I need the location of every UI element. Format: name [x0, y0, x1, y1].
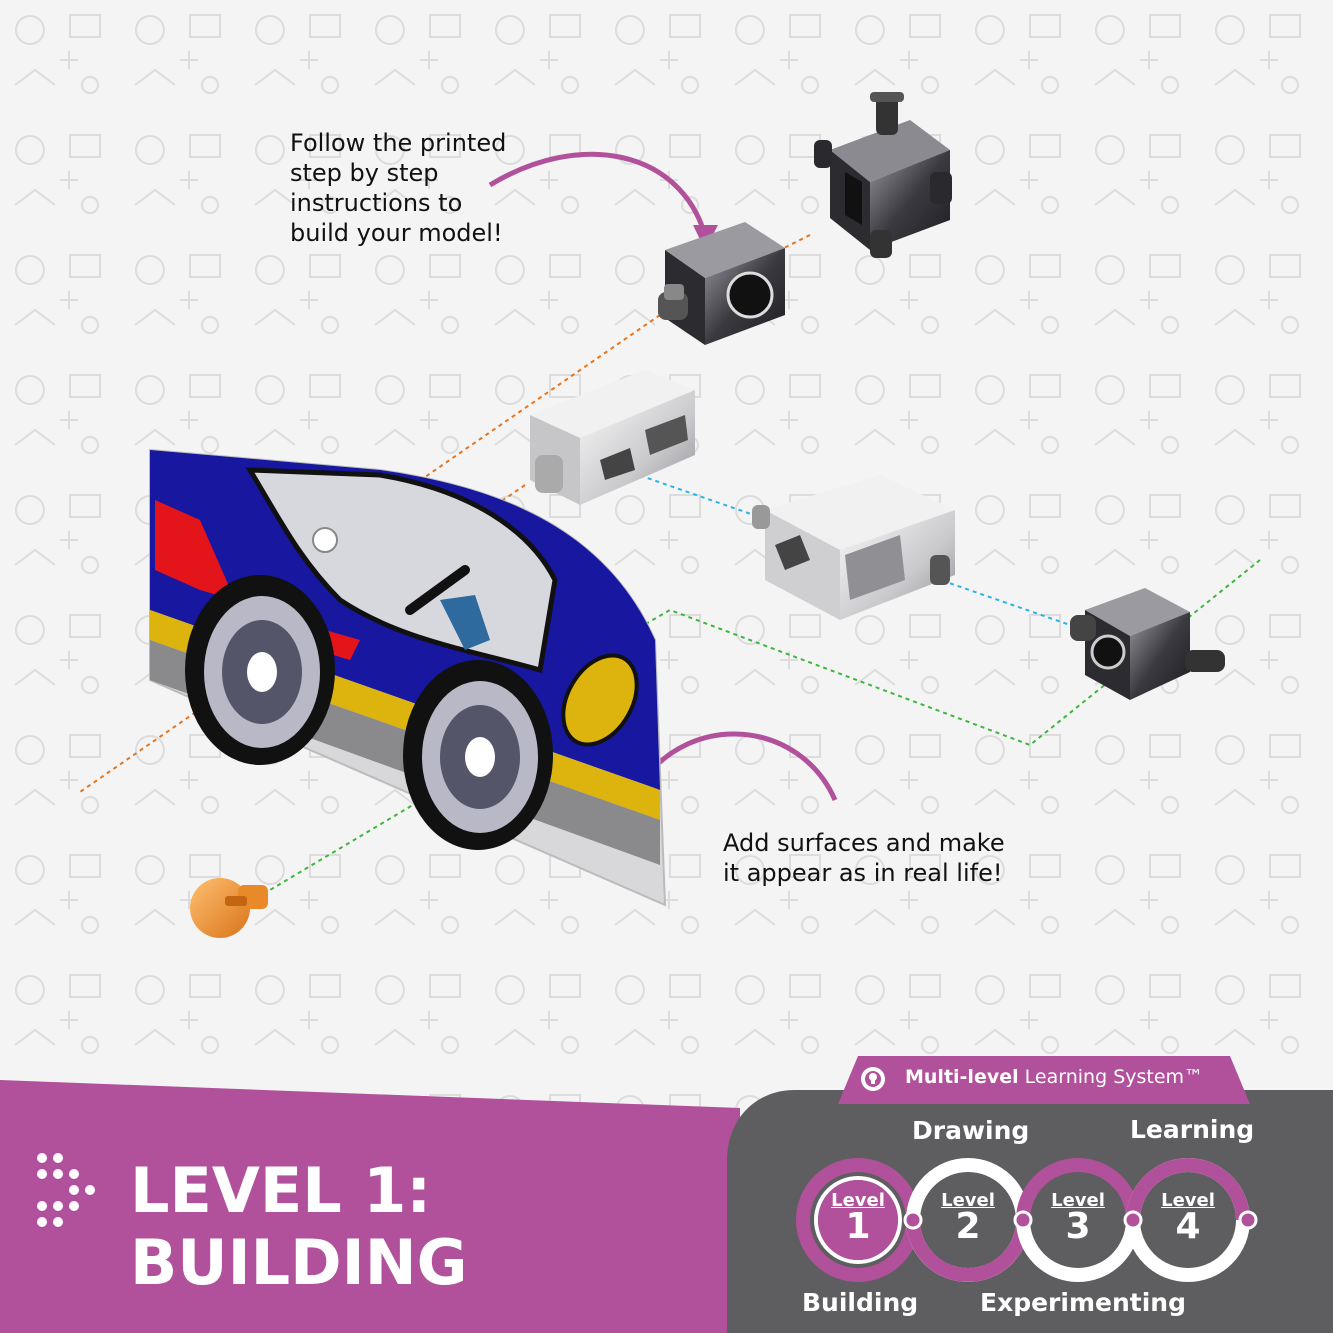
level-4-word: Level — [1161, 1190, 1215, 1211]
level-2-word: Level — [941, 1190, 995, 1211]
silver-brick-lower — [752, 475, 955, 620]
level-2-number: 2 — [955, 1206, 981, 1247]
system-tab — [838, 1056, 1250, 1104]
purple-arrow-top — [488, 151, 708, 236]
level-1-fill — [818, 1180, 898, 1260]
stage-drawing: Drawing — [912, 1116, 1030, 1145]
level-3-word: Level — [1051, 1190, 1105, 1211]
silver-brick-upper — [530, 370, 695, 505]
purple-arrow-bottom — [637, 731, 838, 802]
dark-cube-right — [1070, 588, 1225, 700]
system-label-rest: Learning System™ — [1018, 1066, 1204, 1088]
callout-line: instructions to — [290, 189, 463, 217]
callout-line: it appear as in real life! — [723, 859, 1003, 887]
callout-instructions: Follow the printed step by step instruct… — [290, 128, 506, 248]
system-label-bold: Multi-level — [905, 1066, 1019, 1088]
race-car-panel — [149, 448, 667, 907]
level-title: LEVEL 1: BUILDING — [130, 1155, 468, 1299]
dark-cube-top — [814, 92, 952, 258]
callout-line: Add surfaces and make — [723, 829, 1005, 857]
level-4-number: 4 — [1175, 1206, 1201, 1247]
callout-line: step by step — [290, 159, 439, 187]
chevron-dots-icon — [36, 1152, 116, 1247]
stage-building: Building — [802, 1288, 919, 1317]
system-label: Multi-level Learning System™ — [905, 1066, 1203, 1088]
ring-dots — [903, 1210, 1258, 1230]
callout-line: Follow the printed — [290, 129, 507, 157]
gear-bulb-icon — [860, 1066, 886, 1092]
stage-experimenting: Experimenting — [980, 1288, 1186, 1317]
level-1-word: Level — [831, 1190, 885, 1211]
stage-learning: Learning — [1130, 1115, 1255, 1144]
orange-rivet — [190, 878, 268, 938]
callout-surfaces: Add surfaces and make it appear as in re… — [723, 828, 1005, 888]
level-3-number: 3 — [1065, 1206, 1091, 1247]
dark-cube-middle — [658, 222, 785, 345]
purple-band — [0, 1080, 740, 1333]
level-title-line2: BUILDING — [130, 1226, 468, 1299]
callout-line: build your model! — [290, 219, 503, 247]
level-1-number: 1 — [845, 1206, 871, 1247]
wheel-rear — [185, 575, 335, 765]
level-title-line1: LEVEL 1: — [130, 1154, 432, 1227]
wheel-front — [403, 660, 553, 850]
